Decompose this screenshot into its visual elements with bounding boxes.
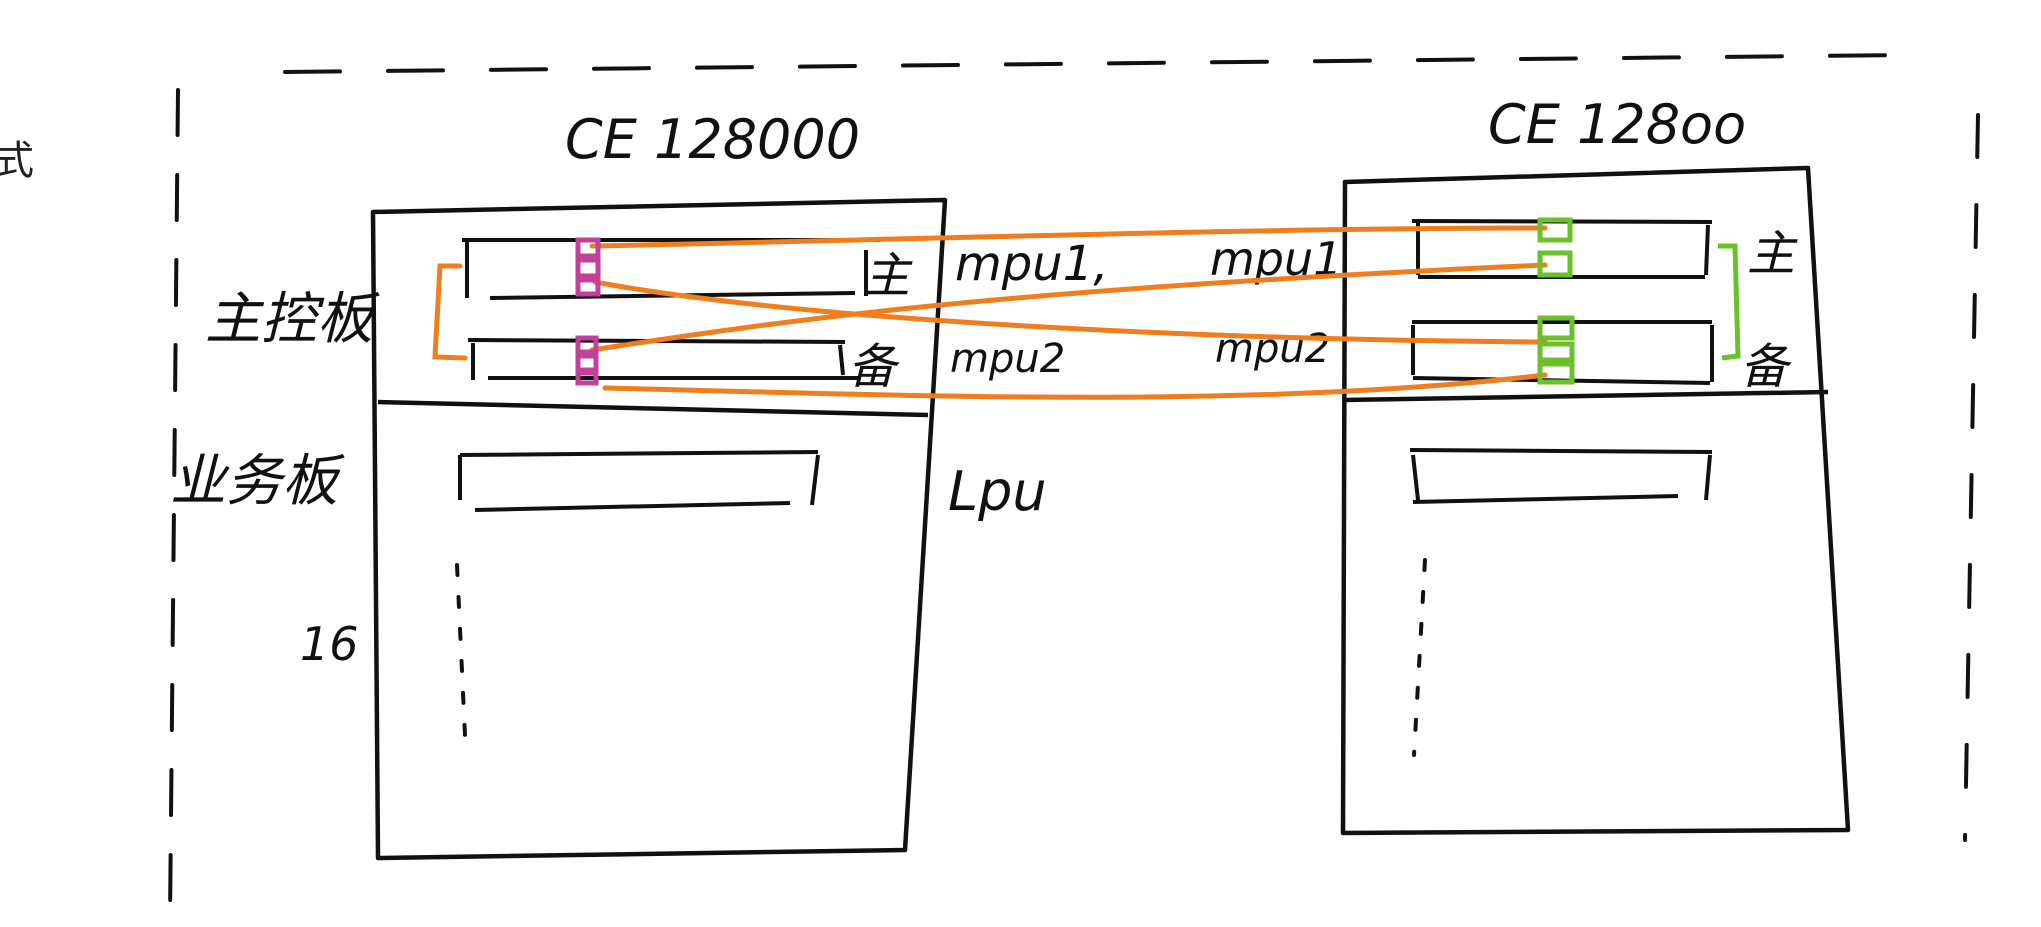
left-chassis-frame [370,197,948,861]
left-more-boards-dots [455,563,467,737]
interconnect-links [432,225,1548,400]
right-chassis-title: CE 128oo [1488,93,1746,156]
left-label-primary: 主 [862,248,913,304]
left-chassis-divider [377,399,929,418]
right-mpu2-ports [1537,315,1575,385]
left-chassis: CE 128000 主控板 业务板 16 主 备 [170,108,948,861]
right-label-primary: 主 [1747,226,1798,282]
label-lpu: Lpu [948,460,1047,523]
link-right-mpu1-mpu2-local [1718,243,1741,361]
label-board-count: 16 [300,617,359,671]
link-left-mpu1-to-right-mpu1 [589,225,1548,249]
right-mpu1-ports [1537,217,1573,278]
right-chassis: CE 128oo 主 备 [1340,93,1851,836]
left-mpu2-ports [575,335,599,386]
left-mpu2-board [467,338,860,380]
link-left-mpu1-mpu2-local [432,263,468,361]
dashed-boundary [168,53,1980,922]
left-mpu1-board [462,238,880,300]
left-lpu-board [458,450,820,512]
right-lpu-board [1409,448,1713,504]
label-main-control-board: 主控板 [205,287,380,352]
label-left-mpu2: mpu2 [950,336,1065,382]
label-left-mpu1: mpu1, [955,236,1108,292]
label-service-board: 业务板 [170,449,345,514]
left-mpu1-ports [575,237,601,297]
link-left-mpu2-to-right-mpu1 [589,262,1548,353]
right-mpu2-board [1411,320,1714,385]
right-more-boards-dots [1412,558,1427,757]
link-left-mpu2-to-right-mpu2 [602,372,1548,400]
right-label-standby: 备 [1740,339,1792,395]
left-label-standby: 备 [848,339,900,395]
right-chassis-frame [1340,165,1851,836]
right-chassis-divider [1342,389,1829,403]
label-right-mpu2: mpu2 [1215,326,1330,372]
cut-off-edge-text: 式 [0,138,34,184]
left-chassis-title: CE 128000 [565,108,860,171]
link-left-mpu1-to-right-mpu2 [592,279,1548,345]
